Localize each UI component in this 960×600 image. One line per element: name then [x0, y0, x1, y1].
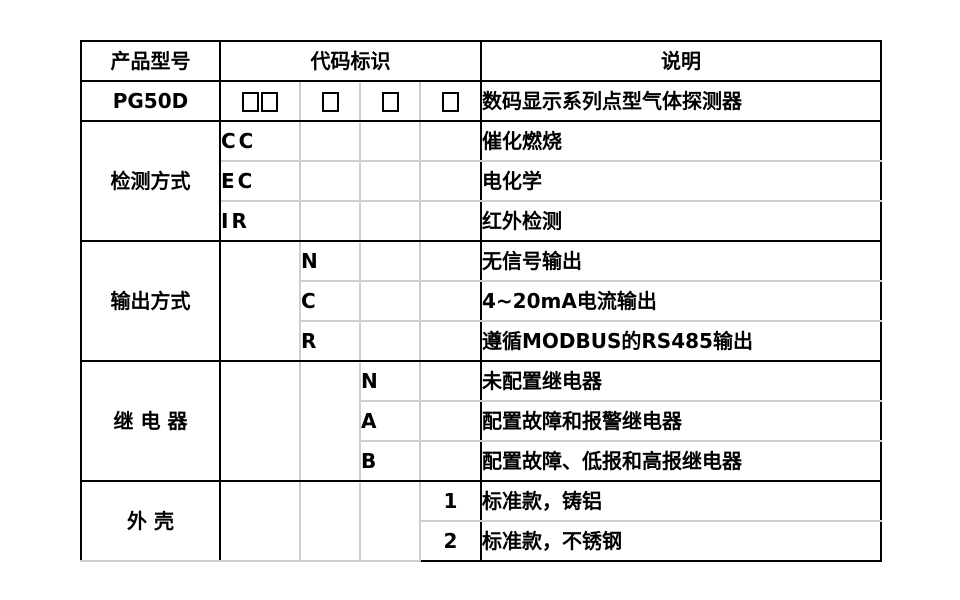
code-cell: 2	[420, 521, 482, 561]
empty-box-icon	[261, 91, 278, 112]
header-description: 说明	[481, 41, 881, 82]
code-cell: C	[300, 281, 361, 322]
code-cell: A	[360, 401, 421, 442]
description-cell: 催化燃烧	[481, 121, 881, 162]
table-row: 2 标准款，不锈钢	[81, 521, 881, 561]
group-label-housing: 外 壳	[81, 481, 221, 562]
group-label-detection: 检测方式	[81, 121, 221, 242]
description-cell: 标准款，铸铝	[481, 481, 881, 522]
description-cell: 配置故障、低报和高报继电器	[481, 441, 881, 482]
header-code: 代码标识	[220, 41, 482, 82]
table-row: 继 电 器 N 未配置继电器	[81, 361, 881, 482]
code-cell: R	[300, 321, 361, 362]
table-row: 输出方式 N 无信号输出	[81, 241, 881, 362]
code-cell: B	[360, 441, 421, 482]
code-slot-output	[300, 81, 361, 122]
code-cell: N	[300, 241, 361, 282]
empty-box-icon	[321, 91, 339, 112]
code-cell: CC	[220, 121, 301, 162]
code-cell: EC	[220, 161, 301, 202]
code-slot-relay	[360, 81, 421, 122]
table-row: A 配置故障和报警继电器	[81, 401, 881, 442]
empty-box-icon	[442, 91, 459, 112]
code-cell: N	[360, 361, 421, 402]
table-row: 外 壳 1 标准款，铸铝	[81, 481, 881, 562]
model-row: PG50D 数码显示系列点型气体探测器	[81, 81, 881, 122]
table-row: IR 红外检测	[81, 201, 881, 242]
description-cell: 标准款，不锈钢	[482, 529, 622, 553]
code-cell: 1	[420, 481, 482, 522]
description-cell: 4~20mA电流输出	[481, 281, 881, 322]
model-description: 数码显示系列点型气体探测器	[481, 81, 881, 122]
description-cell: 无信号输出	[481, 241, 881, 282]
header-row: 产品型号 代码标识 说明	[81, 41, 881, 82]
table-row: 检测方式 CC 催化燃烧	[81, 121, 881, 242]
empty-box-icon	[381, 91, 399, 112]
table-row: B 配置故障、低报和高报继电器	[81, 441, 881, 482]
header-model: 产品型号	[81, 41, 221, 82]
code-slot-housing	[420, 81, 482, 122]
code-slot-detection	[220, 81, 301, 122]
code-cell: IR	[220, 201, 301, 242]
description-cell: 红外检测	[481, 201, 881, 242]
model-code-table: 产品型号 代码标识 说明 PG50D 数码显示系列点型气体探测器 检测方式 CC…	[80, 40, 882, 562]
table-row: EC 电化学	[81, 161, 881, 202]
table-row: R 遵循MODBUS的RS485输出	[81, 321, 881, 362]
description-cell: 未配置继电器	[481, 361, 881, 402]
group-label-output: 输出方式	[81, 241, 221, 362]
empty-box-icon	[242, 91, 259, 112]
table-row: C 4~20mA电流输出	[81, 281, 881, 322]
group-label-relay: 继 电 器	[81, 361, 221, 482]
description-cell: 电化学	[481, 161, 881, 202]
description-cell: 遵循MODBUS的RS485输出	[481, 321, 881, 362]
model-name: PG50D	[81, 81, 221, 122]
description-cell: 配置故障和报警继电器	[481, 401, 881, 442]
